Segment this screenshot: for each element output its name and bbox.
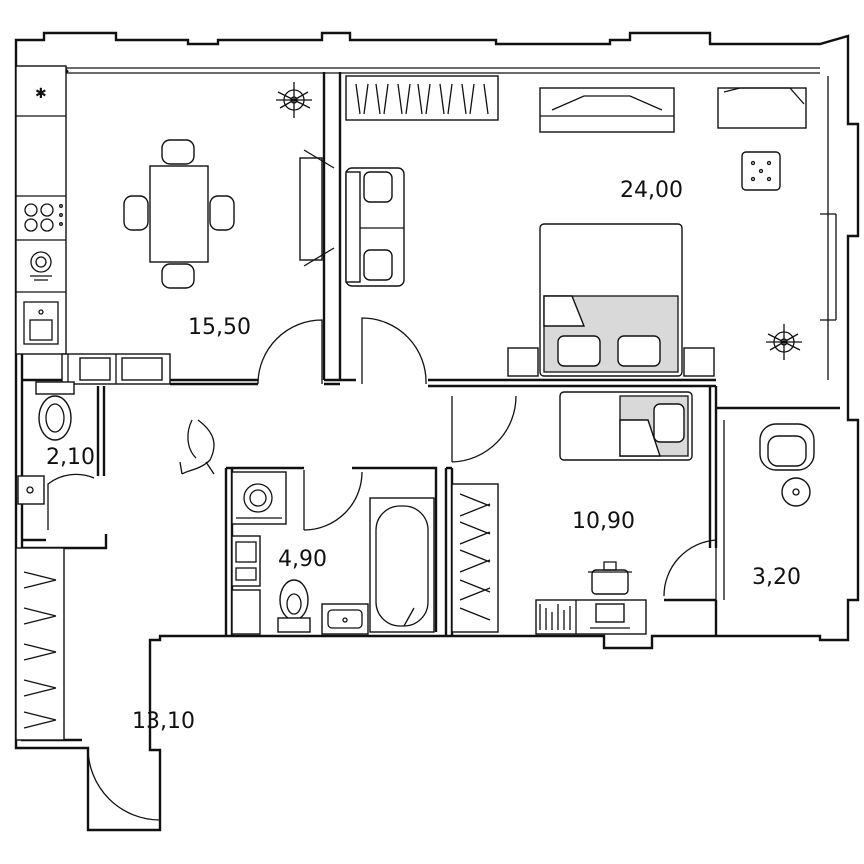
dining-table	[123, 139, 235, 289]
dishwasher-icon	[30, 251, 52, 281]
wardrobe-top	[345, 75, 499, 121]
wash-basin-icon	[17, 475, 45, 505]
tv-unit	[299, 149, 335, 267]
dresser	[539, 87, 675, 133]
desk	[717, 87, 807, 129]
pot-icon	[588, 561, 632, 595]
interior-walls	[22, 72, 840, 636]
laptop-icon	[590, 603, 630, 629]
bathroom-sink-icon	[321, 603, 369, 635]
bedroom-area-label: 24,00	[620, 178, 683, 203]
study-desk	[535, 599, 647, 635]
cat-icon	[179, 419, 215, 475]
balcony-area-label: 3,20	[752, 565, 801, 590]
bathtub	[369, 497, 435, 633]
snowflake-icon: ✱	[35, 86, 47, 102]
doors	[47, 317, 717, 821]
toilet-icon	[35, 381, 75, 441]
sofa	[345, 167, 405, 287]
hall-wardrobe	[15, 547, 65, 741]
toilet-area-label: 2,10	[46, 445, 95, 470]
stove-icon	[24, 203, 63, 232]
kitchen-area-label: 15,50	[188, 315, 251, 340]
toilet-icon	[277, 579, 311, 633]
single-bed	[559, 391, 693, 461]
side-table	[781, 477, 811, 507]
speaker-icon	[741, 151, 781, 191]
child-room-area-label: 10,90	[572, 509, 635, 534]
armchair	[759, 423, 815, 471]
washing-machine	[231, 471, 287, 525]
plant-icon	[276, 82, 312, 118]
shelves	[231, 535, 261, 635]
hall-area-label: 13,10	[132, 709, 195, 734]
plant-icon	[766, 324, 802, 360]
double-bed	[507, 223, 715, 377]
kitchen-sink-icon	[23, 301, 59, 345]
bathroom-area-label: 4,90	[278, 547, 327, 572]
wardrobe-left	[451, 483, 499, 633]
